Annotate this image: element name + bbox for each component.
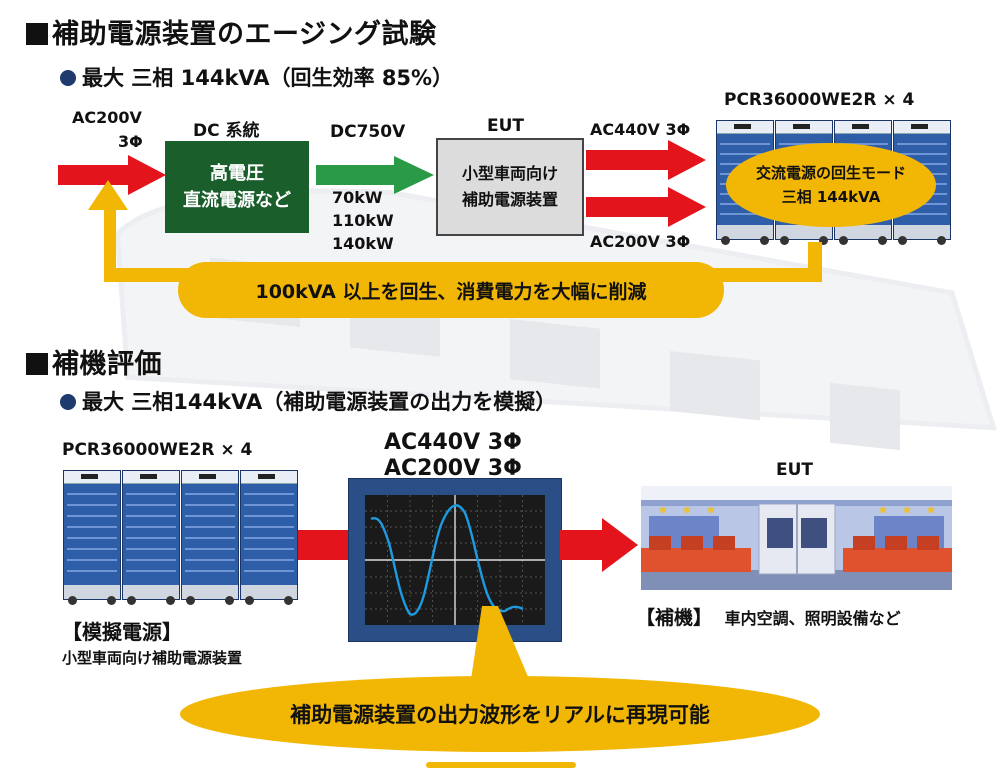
pcr-label-1: PCR36000WE2R × 4 — [724, 90, 915, 110]
oscilloscope-frame — [348, 478, 562, 642]
square-bullet-icon — [26, 23, 48, 45]
callout-pointer — [470, 606, 532, 686]
regen-line1: 交流電源の回生モード — [755, 164, 906, 182]
pcr-rack-unit — [63, 470, 121, 605]
feedback-callout: 100kVA 以上を回生、消費電力を大幅に削減 — [178, 262, 724, 318]
sim-power-label: 【模擬電源】 — [62, 620, 182, 644]
aux-desc-text: 車内空調、照明設備など — [724, 609, 901, 628]
section1-title-text: 補助電源装置のエージング試験 — [52, 19, 437, 50]
feedback-text: 100kVA 以上を回生、消費電力を大幅に削減 — [255, 280, 647, 303]
eut-box: 小型車両向け 補助電源装置 — [436, 138, 584, 236]
waveform-callout-text: 補助電源装置の出力波形をリアルに再現可能 — [290, 703, 710, 727]
section1-subtitle-text: 最大 三相 144kVA（回生効率 85%） — [82, 66, 454, 90]
aux-label-text: 【補機】 — [636, 607, 713, 629]
dc-box-line2: 直流電源など — [183, 190, 291, 211]
pcr-rack-unit — [240, 470, 298, 605]
train-interior-image — [641, 486, 952, 590]
section2-title: 補機評価 — [26, 342, 162, 381]
dc-system-title: DC 系統 — [193, 121, 260, 141]
eut-red-arrow — [560, 518, 638, 572]
pcr-rack-group-2 — [63, 470, 299, 608]
square-bullet-icon — [26, 353, 48, 375]
input-red-arrow — [58, 155, 166, 195]
pcr-rack-unit — [181, 470, 239, 605]
aux-label: 【補機】 車内空調、照明設備など — [636, 603, 901, 630]
section2-subtitle: 最大 三相144kVA（補助電源装置の出力を模擬） — [60, 386, 556, 416]
waveform-callout: 補助電源装置の出力波形をリアルに再現可能 — [180, 676, 820, 752]
dc-green-arrow — [316, 156, 434, 194]
output-red-arrow-top — [586, 140, 706, 180]
section1-subtitle: 最大 三相 144kVA（回生効率 85%） — [60, 62, 453, 92]
sim-power-sub: 小型車両向け補助電源装置 — [62, 649, 243, 667]
regen-line2: 三相 144kVA — [781, 188, 881, 206]
eut-title-2: EUT — [776, 460, 814, 480]
regen-mode-ellipse: 交流電源の回生モード 三相 144kVA — [726, 143, 936, 227]
dc-supply-box: 高電圧 直流電源など — [165, 141, 309, 233]
dc-box-line1: 高電圧 — [210, 163, 264, 184]
output-top-label: AC440V 3Φ — [590, 120, 691, 139]
input-voltage-label: AC200V — [72, 108, 142, 127]
wave-line2: AC200V 3Φ — [384, 456, 522, 482]
section2-subtitle-text: 最大 三相144kVA（補助電源装置の出力を模擬） — [82, 390, 557, 414]
eut-line2: 補助電源装置 — [461, 190, 558, 209]
wave-line1: AC440V 3Φ — [384, 430, 522, 455]
bottom-accent-bar — [426, 762, 576, 768]
output-bottom-label: AC200V 3Φ — [590, 232, 691, 251]
power-110kw: 110kW — [332, 211, 394, 230]
pcr-label-2: PCR36000WE2R × 4 — [62, 440, 253, 460]
section1-title: 補助電源装置のエージング試験 — [26, 12, 436, 51]
output-red-arrow-bottom — [586, 187, 706, 227]
input-phase-label: 3Φ — [118, 132, 143, 151]
dc-voltage-label: DC750V — [330, 122, 406, 142]
circle-bullet-icon — [60, 70, 76, 86]
link-red-bar — [298, 530, 350, 560]
pcr-rack-unit — [122, 470, 180, 605]
power-140kw: 140kW — [332, 234, 394, 253]
oscilloscope-screen — [365, 495, 545, 625]
eut-line1: 小型車両向け — [461, 164, 558, 184]
power-70kw: 70kW — [332, 188, 383, 207]
section2-title-text: 補機評価 — [52, 349, 162, 380]
eut-title-1: EUT — [487, 116, 525, 136]
wave-label: AC440V 3Φ AC200V 3Φ — [384, 430, 522, 483]
circle-bullet-icon — [60, 394, 76, 410]
